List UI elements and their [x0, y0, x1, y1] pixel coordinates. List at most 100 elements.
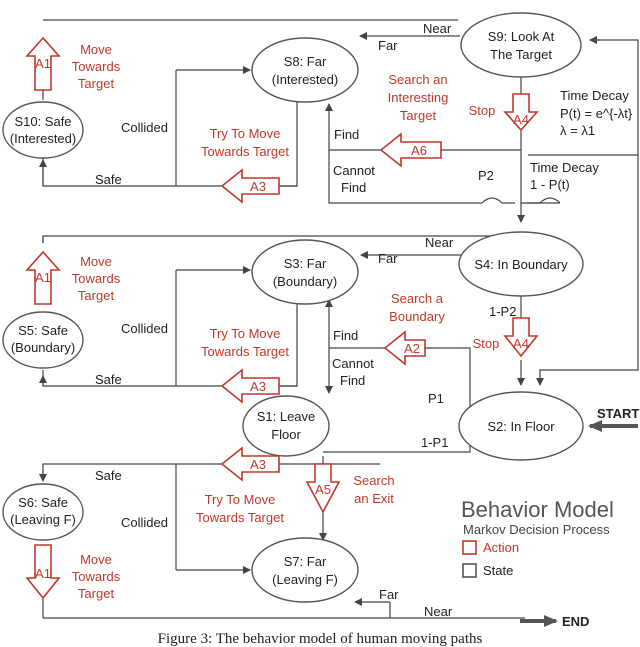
wire-hop-1 — [481, 197, 515, 204]
action-a6-id: A6 — [411, 143, 427, 158]
label-safe-mid: Safe — [95, 372, 122, 387]
wire-time-decay-loop — [528, 39, 639, 156]
state-s5-line1: S5: Safe — [18, 323, 68, 338]
action-a2-id: A2 — [404, 341, 420, 356]
action-a6-label1: Search an — [388, 72, 447, 87]
action-a3-mid-id: A3 — [250, 379, 266, 394]
state-s6-line2: (Leaving F) — [10, 512, 76, 527]
state-s2-line1: S2: In Floor — [487, 419, 555, 434]
wire-s2-a2 — [425, 347, 471, 410]
state-s5: S5: Safe (Boundary) — [2, 311, 84, 369]
action-a3-bot-label1: Try To Move — [205, 492, 276, 507]
state-s3-line2: (Boundary) — [273, 274, 337, 289]
state-s3: S3: Far (Boundary) — [251, 239, 359, 305]
label-safe-bot: Safe — [95, 468, 122, 483]
label-cannot-find-mid-2: Find — [340, 373, 365, 388]
state-s10-line1: S10: Safe — [14, 114, 71, 129]
action-a1-top-label1: Move — [80, 42, 112, 57]
action-a2-label1: Search a — [391, 291, 444, 306]
action-a3-mid: A3 Try To Move Towards Target — [201, 326, 289, 404]
label-find-mid: Find — [333, 328, 358, 343]
state-s1: S1: Leave Floor — [242, 395, 330, 457]
label-p1: P1 — [428, 391, 444, 406]
figure-caption: Figure 3: The behavior model of human mo… — [158, 631, 483, 647]
action-a4-bot-label: Stop — [473, 336, 500, 351]
label-near-mid: Near — [425, 235, 454, 250]
action-a4-bot-id: A4 — [513, 336, 529, 351]
legend-subtitle: Markov Decision Process — [463, 522, 610, 537]
state-s9-line2: The Target — [490, 47, 552, 62]
legend-state-label: State — [483, 563, 513, 578]
legend-action-swatch — [462, 540, 477, 555]
state-s9-line1: S9: Look At — [488, 29, 555, 44]
label-time-decay-1a: Time Decay — [560, 88, 629, 103]
action-a4-bot: A4 Stop — [473, 317, 539, 358]
state-s6: S6: Safe (Leaving F) — [2, 483, 84, 541]
label-collided-mid: Collided — [121, 321, 168, 336]
state-s7-line1: S7: Far — [284, 554, 327, 569]
label-far-bot: Far — [379, 587, 399, 602]
state-s9: S9: Look At The Target — [460, 12, 582, 78]
label-safe-top: Safe — [95, 172, 122, 187]
state-s4-line1: S4: In Boundary — [474, 257, 568, 272]
state-s8-line1: S8: Far — [284, 54, 327, 69]
state-s8: S8: Far (Interested) — [251, 37, 359, 103]
state-s7: S7: Far (Leaving F) — [251, 537, 359, 603]
action-a1-top: A1 Move Towards Target — [25, 36, 121, 91]
legend-state-swatch — [462, 563, 477, 578]
action-a4-top: A4 Stop — [469, 93, 539, 132]
action-a6: A6 Search an Interesting Target — [379, 72, 449, 168]
state-s6-line1: S6: Safe — [18, 495, 68, 510]
label-find-top: Find — [334, 127, 359, 142]
action-a1-mid-label3: Target — [78, 288, 115, 303]
legend: Behavior Model Markov Decision Process A… — [461, 497, 614, 578]
action-a3-bot: A3 Try To Move Towards Target — [196, 446, 284, 525]
wire-s3-a3 — [279, 300, 298, 387]
action-a1-bot-label2: Towards — [72, 569, 121, 584]
action-a3-top: A3 Try To Move Towards Target — [201, 126, 289, 204]
action-a3-top-id: A3 — [250, 179, 266, 194]
action-a1-top-id: A1 — [35, 56, 51, 71]
action-a1-mid: A1 Move Towards Target — [25, 250, 121, 305]
label-end: END — [562, 614, 589, 629]
action-a1-mid-label1: Move — [80, 254, 112, 269]
label-start: START — [597, 406, 639, 421]
action-a5-id: A5 — [315, 482, 331, 497]
action-a3-mid-label1: Try To Move — [210, 326, 281, 341]
label-one-minus-p1: 1-P1 — [421, 435, 448, 450]
state-s1-line2: Floor — [271, 427, 301, 442]
state-s2: S2: In Floor — [458, 391, 584, 461]
label-cannot-find-top-2: Find — [341, 180, 366, 195]
action-a3-bot-label2: Towards Target — [196, 510, 284, 525]
state-s10-line2: (Interested) — [10, 131, 76, 146]
label-time-decay-2b: 1 - P(t) — [530, 177, 570, 192]
wire-cannot-find-top — [328, 150, 482, 204]
label-p2: P2 — [478, 168, 494, 183]
state-s8-line2: (Interested) — [272, 72, 338, 87]
action-a1-bot-label3: Target — [78, 586, 115, 601]
label-collided-bot: Collided — [121, 515, 168, 530]
action-a1-mid-label2: Towards — [72, 271, 121, 286]
action-a2: A2 Search a Boundary — [383, 291, 445, 366]
action-a3-top-label1: Try To Move — [210, 126, 281, 141]
action-a5: A5 Search an Exit — [305, 463, 395, 514]
wire-s8-a3 — [279, 100, 298, 187]
state-s4: S4: In Boundary — [458, 231, 584, 297]
label-cannot-find-top-1: Cannot — [333, 163, 375, 178]
label-far-mid: Far — [378, 251, 398, 266]
action-a4-top-id: A4 — [513, 112, 529, 127]
action-a6-label2: Interesting — [388, 90, 449, 105]
action-a1-top-label3: Target — [78, 76, 115, 91]
legend-title: Behavior Model — [461, 497, 614, 522]
label-collided-top: Collided — [121, 120, 168, 135]
label-one-minus-p2: 1-P2 — [489, 304, 516, 319]
wire-right-to-s2 — [536, 155, 639, 386]
state-s1-line1: S1: Leave — [257, 409, 316, 424]
action-a3-top-label2: Towards Target — [201, 144, 289, 159]
state-s7-line2: (Leaving F) — [272, 572, 338, 587]
label-time-decay-1b: P(t) = e^{-λt} — [560, 106, 633, 121]
label-time-decay-2a: Time Decay — [530, 160, 599, 175]
action-a1-bot-id: A1 — [35, 566, 51, 581]
state-s3-line1: S3: Far — [284, 256, 327, 271]
